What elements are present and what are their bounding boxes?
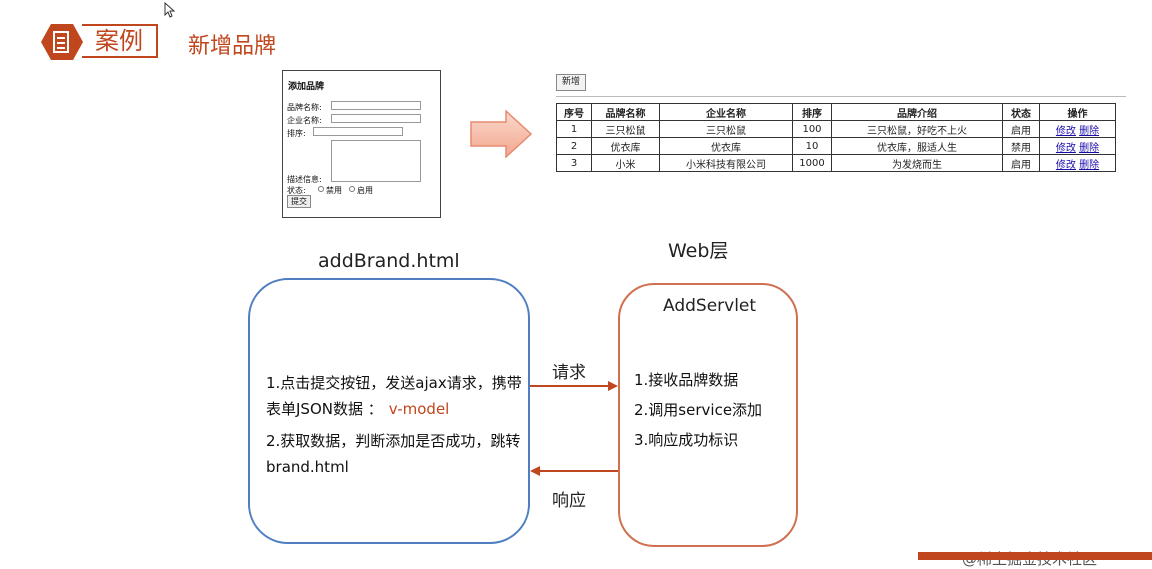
edit-link[interactable]: 修改 xyxy=(1055,125,1076,137)
brand-name-label: 品牌名称: xyxy=(287,103,322,112)
request-arrow-icon xyxy=(530,381,618,391)
cell-actions: 修改 删除 xyxy=(1039,154,1116,172)
cell-index: 1 xyxy=(556,120,592,138)
status-disabled-radio[interactable] xyxy=(318,186,324,192)
cell-index: 2 xyxy=(556,137,592,155)
edit-link[interactable]: 修改 xyxy=(1055,159,1076,171)
header-company-name: 企业名称 xyxy=(659,103,793,121)
left-step-2a: 2.获取数据，判断添加是否成功，跳转 xyxy=(266,432,521,450)
client-page-box xyxy=(248,278,530,544)
header-index: 序号 xyxy=(556,103,592,121)
case-hexagon-icon xyxy=(41,24,83,60)
divider-line xyxy=(556,96,1126,97)
page-title: 新增品牌 xyxy=(188,34,277,59)
mouse-cursor-icon xyxy=(164,2,176,18)
table-row: 2 优衣库 优衣库 10 优衣库，服适人生 禁用 修改 删除 xyxy=(556,137,1116,155)
servlet-name: AddServlet xyxy=(663,296,757,316)
table-row: 3 小米 小米科技有限公司 1000 为发烧而生 启用 修改 删除 xyxy=(556,154,1116,172)
status-enabled-label: 启用 xyxy=(357,186,373,195)
cell-company: 小米科技有限公司 xyxy=(659,154,793,172)
v-model-label: v-model xyxy=(388,400,450,418)
left-step-1a: 1.点击提交按钮，发送ajax请求，携带 xyxy=(266,374,522,392)
header-intro: 品牌介绍 xyxy=(831,103,1003,121)
header-status: 状态 xyxy=(1002,103,1040,121)
cell-intro: 优衣库，服适人生 xyxy=(831,137,1003,155)
cell-intro: 三只松鼠，好吃不上火 xyxy=(831,120,1003,138)
response-label: 响应 xyxy=(552,491,586,511)
servlet-box xyxy=(618,283,798,547)
cell-status: 启用 xyxy=(1002,120,1040,138)
company-name-label: 企业名称: xyxy=(287,116,322,125)
cell-actions: 修改 删除 xyxy=(1039,137,1116,155)
brand-name-input[interactable] xyxy=(331,101,421,110)
delete-link[interactable]: 删除 xyxy=(1079,159,1100,171)
left-box-title: addBrand.html xyxy=(318,250,460,272)
cell-order: 10 xyxy=(792,137,832,155)
cell-brand: 小米 xyxy=(591,154,660,172)
case-label: 案例 xyxy=(82,24,158,58)
header-actions: 操作 xyxy=(1039,103,1116,121)
cell-brand: 三只松鼠 xyxy=(591,120,660,138)
table-row: 1 三只松鼠 三只松鼠 100 三只松鼠，好吃不上火 启用 修改 删除 xyxy=(556,120,1116,138)
left-step-1b: 表单JSON数据 ：v-model xyxy=(266,400,450,418)
bottom-bar xyxy=(918,552,1152,560)
add-brand-form: 添加品牌 品牌名称: 企业名称: 排序: 描述信息: 状态: 禁用 启用 提交 xyxy=(282,70,441,218)
cell-status: 启用 xyxy=(1002,154,1040,172)
right-step-1: 1.接收品牌数据 xyxy=(634,371,739,389)
table-header-row: 序号 品牌名称 企业名称 排序 品牌介绍 状态 操作 xyxy=(556,103,1116,121)
cell-order: 1000 xyxy=(792,154,832,172)
company-name-input[interactable] xyxy=(331,114,421,123)
request-label: 请求 xyxy=(552,363,586,383)
cell-status: 禁用 xyxy=(1002,137,1040,155)
order-label: 排序: xyxy=(287,129,306,138)
form-title: 添加品牌 xyxy=(288,82,325,92)
cell-brand: 优衣库 xyxy=(591,137,660,155)
status-label: 状态: xyxy=(287,186,306,195)
delete-link[interactable]: 删除 xyxy=(1079,125,1100,137)
left-step-2b: brand.html xyxy=(266,458,349,476)
delete-link[interactable]: 删除 xyxy=(1079,142,1100,154)
submit-button[interactable]: 提交 xyxy=(287,195,311,208)
right-step-2: 2.调用service添加 xyxy=(634,401,763,419)
cell-actions: 修改 删除 xyxy=(1039,120,1116,138)
right-box-title: Web层 xyxy=(668,240,729,262)
right-arrow-icon xyxy=(470,110,532,158)
status-enabled-radio[interactable] xyxy=(349,186,355,192)
add-brand-button[interactable]: 新增 xyxy=(556,74,586,91)
cell-order: 100 xyxy=(792,120,832,138)
cell-company: 三只松鼠 xyxy=(659,120,793,138)
right-step-3: 3.响应成功标识 xyxy=(634,431,739,449)
status-disabled-label: 禁用 xyxy=(326,186,342,195)
cell-intro: 为发烧而生 xyxy=(831,154,1003,172)
header-order: 排序 xyxy=(792,103,832,121)
response-arrow-icon xyxy=(530,466,618,476)
cell-index: 3 xyxy=(556,154,592,172)
cell-company: 优衣库 xyxy=(659,137,793,155)
header-brand-name: 品牌名称 xyxy=(591,103,660,121)
description-textarea[interactable] xyxy=(331,140,421,182)
brand-table: 序号 品牌名称 企业名称 排序 品牌介绍 状态 操作 1 三只松鼠 三只松鼠 1… xyxy=(556,103,1116,172)
order-input[interactable] xyxy=(313,127,403,136)
description-label: 描述信息: xyxy=(287,175,322,184)
edit-link[interactable]: 修改 xyxy=(1055,142,1076,154)
